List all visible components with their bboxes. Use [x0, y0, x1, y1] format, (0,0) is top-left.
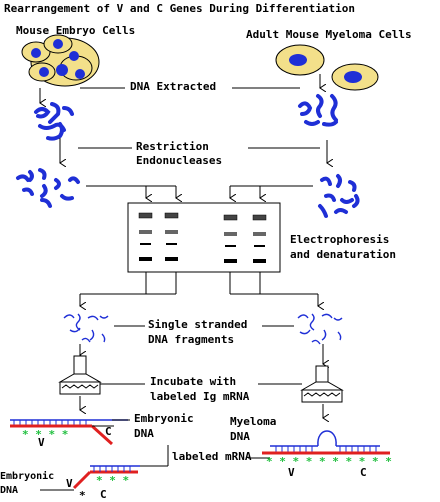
- dna-extracted-right: [298, 94, 338, 127]
- myeloma-nucleus: [289, 54, 307, 66]
- embryo-nucleus: [56, 64, 68, 76]
- step-restriction-2: Endonucleases: [136, 154, 223, 167]
- embryonic-dna-label-1: Embryonic: [134, 412, 194, 425]
- dna-extracted-left: [34, 102, 74, 141]
- step-restriction-1: Restriction: [136, 140, 209, 153]
- step-fragments-1: Single stranded: [148, 318, 248, 331]
- asterisk-mark: *: [79, 489, 86, 502]
- embryonic-dna-2-label-1: Embryonic: [0, 471, 55, 482]
- hybridization-vessel-right: [300, 365, 344, 403]
- gene-v-label-top: V: [38, 436, 45, 449]
- step-dna-extracted: DNA Extracted: [130, 80, 217, 93]
- step-incubate-2: labeled Ig mRNA: [150, 390, 250, 403]
- gene-c-label-top: C: [105, 425, 112, 438]
- labeled-mrna-label: labeled mRNA: [172, 450, 252, 463]
- source-label-embryo: Mouse Embryo Cells: [16, 24, 136, 37]
- embryo-nucleus: [69, 51, 79, 61]
- myeloma-dna-label-2: DNA: [230, 430, 250, 443]
- myeloma-cells: [275, 44, 379, 91]
- embryo-nucleus: [31, 48, 41, 58]
- step-fragments-2: DNA fragments: [148, 333, 235, 346]
- myeloma-nucleus: [344, 71, 362, 83]
- gene-c-label-bottom: C: [100, 488, 107, 501]
- gene-v-label-bottom: V: [66, 477, 73, 490]
- step-electrophoresis-2: and denaturation: [290, 248, 396, 261]
- gene-c-label-myeloma: C: [360, 466, 367, 479]
- embryonic-hybrid-top: * * * *: [10, 419, 128, 446]
- svg-text:* * * *: * * * *: [22, 428, 68, 441]
- myeloma-hybrid: * * * * * * * * * *: [262, 430, 392, 468]
- source-label-myeloma: Adult Mouse Myeloma Cells: [246, 28, 412, 41]
- embryo-nucleus: [53, 39, 63, 49]
- embryonic-hybrid-bottom: * * *: [40, 465, 140, 491]
- single-strands-right: [297, 313, 343, 345]
- single-strands-left: [63, 313, 109, 343]
- embryo-nucleus: [75, 69, 85, 79]
- embryonic-dna-2-label-2: DNA: [0, 485, 19, 496]
- myeloma-dna-label-1: Myeloma: [230, 415, 277, 428]
- dna-fragments-left: [16, 168, 80, 208]
- gene-v-label-myeloma: V: [288, 466, 295, 479]
- hybridization-vessel-left: [58, 355, 102, 395]
- step-electrophoresis-1: Electrophoresis: [290, 233, 390, 246]
- dna-fragments-right: [318, 174, 360, 218]
- step-incubate-1: Incubate with: [150, 375, 237, 388]
- electrophoresis-gel: [127, 202, 281, 273]
- embryo-nucleus: [39, 67, 49, 77]
- diagram-title: Rearrangement of V and C Genes During Di…: [4, 2, 355, 15]
- embryo-cells: [21, 34, 100, 87]
- svg-text:* * * * * * * * * *: * * * * * * * * * *: [266, 455, 392, 468]
- svg-text:* * *: * * *: [96, 474, 129, 487]
- embryonic-dna-label-2: DNA: [134, 427, 154, 440]
